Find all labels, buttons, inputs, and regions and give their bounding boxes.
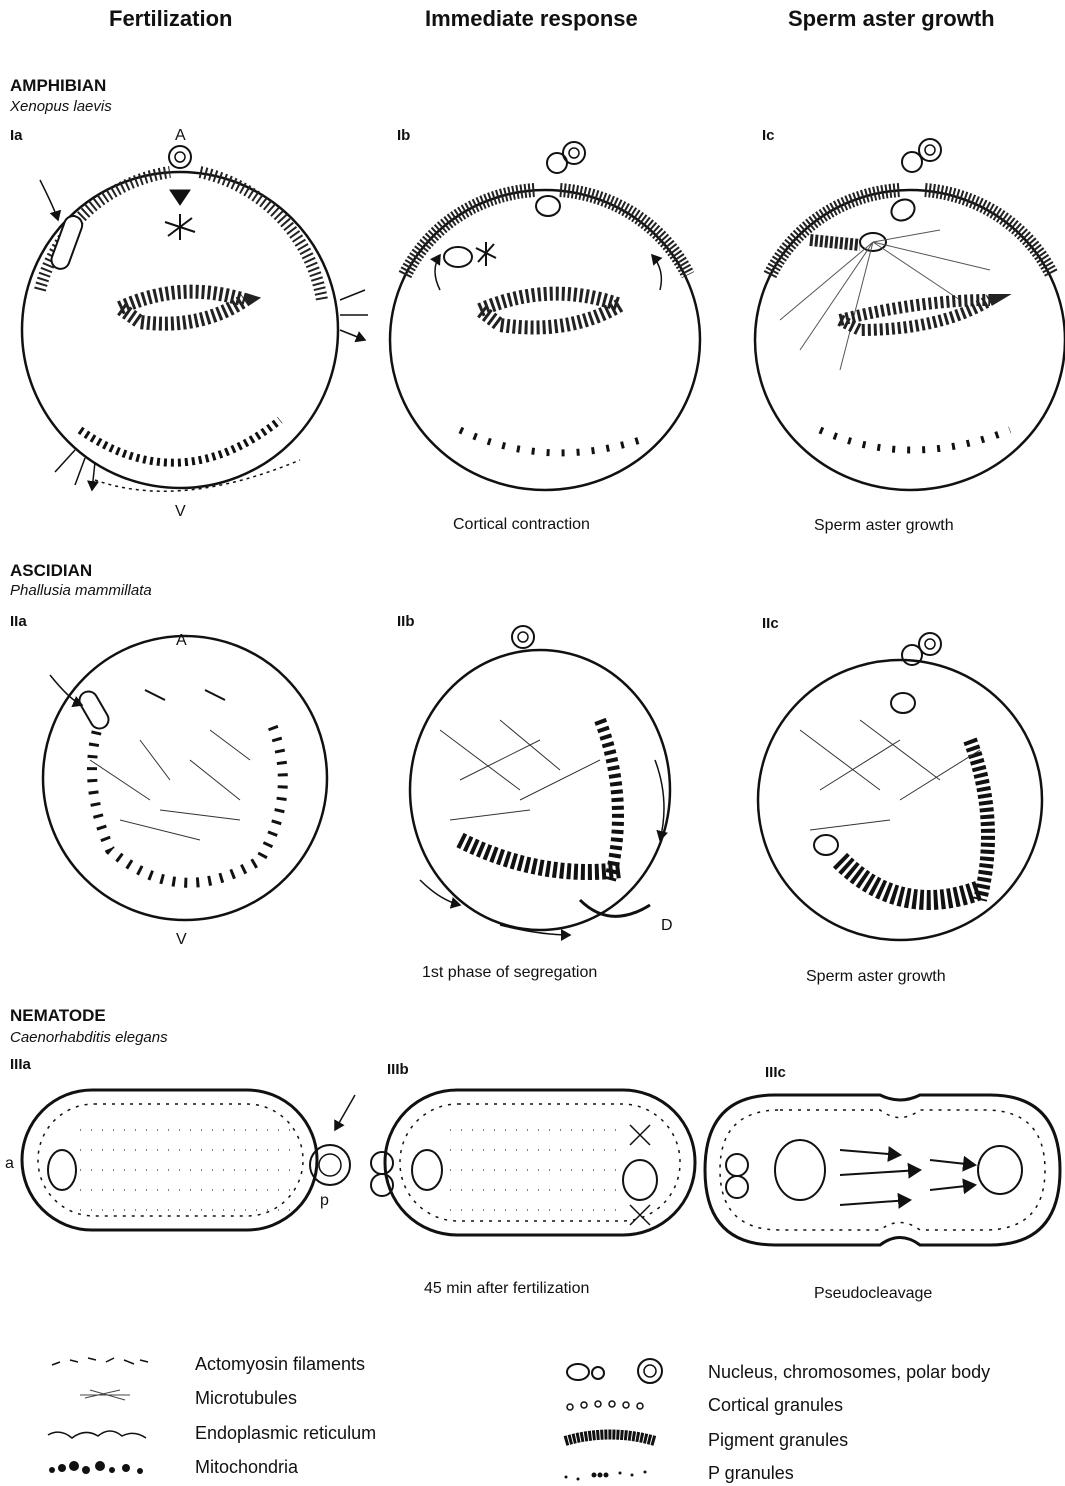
- caption-ic: Sperm aster growth: [814, 517, 954, 535]
- panel-label-iiia: IIIa: [10, 1056, 31, 1073]
- panel-label-ib: Ib: [397, 127, 410, 144]
- species-caenorhabditis: Caenorhabditis elegans: [10, 1029, 168, 1046]
- egg-iiic: [705, 1095, 1060, 1245]
- panel-label-iiib: IIIb: [387, 1061, 409, 1078]
- caption-iiib: 45 min after fertilization: [424, 1280, 589, 1298]
- caption-iic: Sperm aster growth: [806, 968, 946, 986]
- legend-item-nucleus: Nucleus, chromosomes, polar body: [708, 1362, 990, 1383]
- axis-label-posterior-nematode: p: [320, 1192, 329, 1210]
- column-header-fertilization: Fertilization: [109, 6, 232, 32]
- legend-item-actomyosin: Actomyosin filaments: [195, 1354, 365, 1375]
- group-title-amphibian: AMPHIBIAN: [10, 76, 106, 96]
- panel-label-iiic: IIIc: [765, 1064, 786, 1081]
- legend-item-microtubules: Microtubules: [195, 1388, 297, 1409]
- column-header-sperm-aster-growth: Sperm aster growth: [788, 6, 995, 32]
- legend-item-p-granules: P granules: [708, 1463, 794, 1484]
- egg-iiia: [22, 1090, 355, 1230]
- legend-item-pigment-granules: Pigment granules: [708, 1430, 848, 1451]
- panel-label-iic: IIc: [762, 615, 779, 632]
- egg-ic: [755, 139, 1065, 490]
- egg-iia: [43, 636, 327, 920]
- species-xenopus: Xenopus laevis: [10, 98, 112, 115]
- caption-iiic: Pseudocleavage: [814, 1285, 932, 1303]
- species-phallusia: Phallusia mammillata: [10, 582, 152, 599]
- legend-item-mitochondria: Mitochondria: [195, 1457, 298, 1478]
- axis-label-vegetal-ascidian: V: [176, 931, 187, 949]
- caption-ib: Cortical contraction: [453, 516, 590, 534]
- legend-item-er: Endoplasmic reticulum: [195, 1423, 376, 1444]
- axis-label-vegetal-amphibian: V: [175, 503, 186, 521]
- group-title-ascidian: ASCIDIAN: [10, 561, 92, 581]
- axis-label-animal-amphibian: A: [175, 127, 186, 145]
- axis-label-animal-ascidian: A: [176, 632, 187, 650]
- caption-iib: 1st phase of segregation: [422, 964, 597, 982]
- panel-label-ia: Ia: [10, 127, 23, 144]
- column-header-immediate-response: Immediate response: [425, 6, 638, 32]
- group-title-nematode: NEMATODE: [10, 1006, 106, 1026]
- egg-iib: [410, 626, 670, 935]
- panel-label-ic: Ic: [762, 127, 775, 144]
- legend-symbols: [48, 1358, 662, 1481]
- axis-label-dorsal-ascidian: D: [661, 917, 673, 935]
- egg-iic: [758, 633, 1042, 940]
- panel-label-iia: IIa: [10, 613, 27, 630]
- axis-label-anterior-nematode: a: [5, 1155, 14, 1173]
- panel-label-iib: IIb: [397, 613, 415, 630]
- egg-ib: [390, 142, 700, 490]
- legend-item-cortical-granules: Cortical granules: [708, 1395, 843, 1416]
- egg-iiib: [371, 1090, 695, 1235]
- egg-ia: [22, 146, 368, 491]
